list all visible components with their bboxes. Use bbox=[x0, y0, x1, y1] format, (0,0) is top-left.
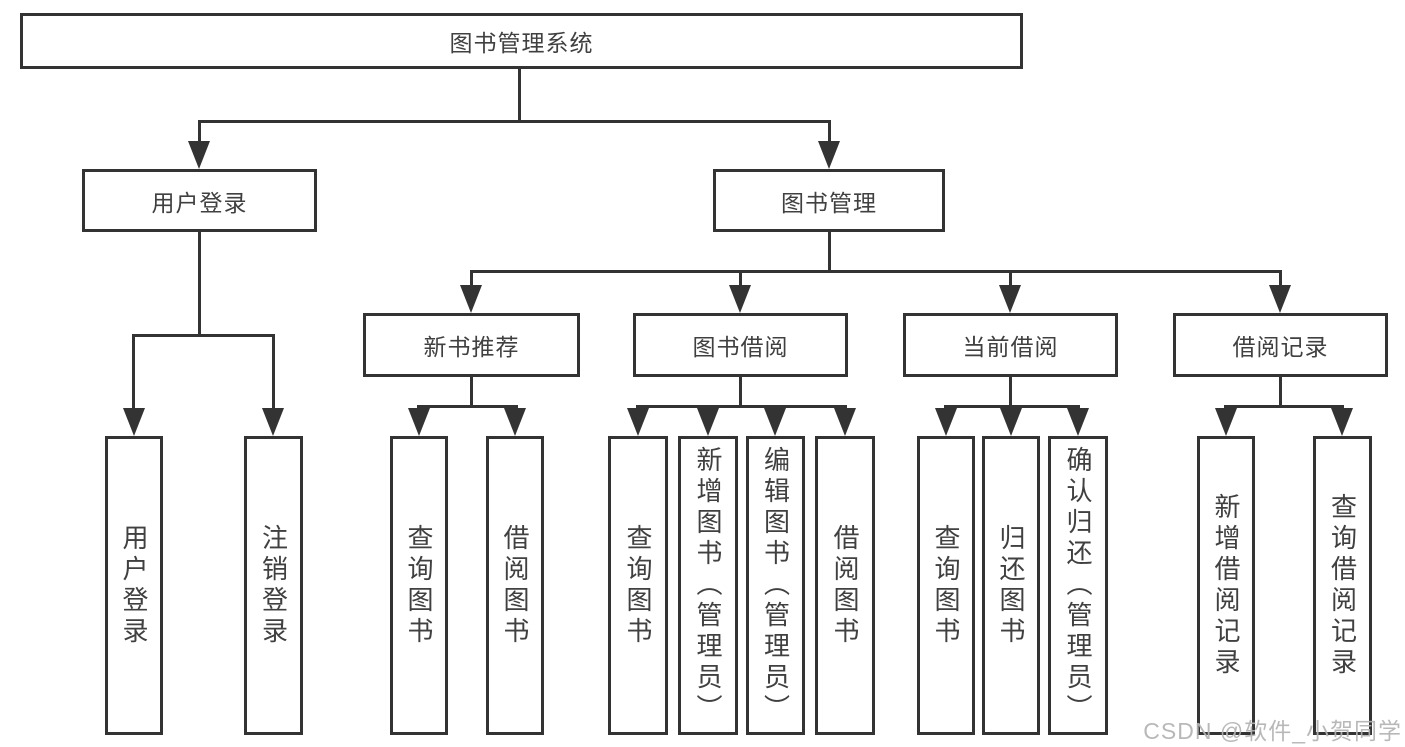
connector-stem bbox=[1009, 377, 1012, 408]
leaf-logout: 注销登录 bbox=[244, 436, 303, 735]
arrow-down-icon bbox=[697, 408, 719, 436]
arrow-down-icon bbox=[999, 285, 1021, 313]
connector-stem bbox=[739, 377, 742, 408]
node-book-borrow: 图书借阅 bbox=[633, 313, 848, 377]
arrow-down-icon bbox=[834, 408, 856, 436]
leaf-logout-label: 注销登录 bbox=[258, 523, 289, 648]
leaf-borrow-borrow: 借阅图书 bbox=[815, 436, 875, 735]
arrow-down-icon bbox=[1269, 285, 1291, 313]
arrow-down-icon bbox=[935, 408, 957, 436]
node-book-mgmt-label: 图书管理 bbox=[781, 189, 877, 216]
leaf-current-query: 查询图书 bbox=[917, 436, 975, 735]
leaf-user-login: 用户登录 bbox=[105, 436, 163, 735]
connector-rail bbox=[470, 270, 1282, 273]
connector-rail bbox=[132, 334, 275, 337]
leaf-current-return: 归还图书 bbox=[982, 436, 1040, 735]
connector-stem bbox=[828, 232, 831, 273]
leaf-borrow-add-label: 新增图书（管理员） bbox=[693, 446, 723, 725]
leaf-newbooks-borrow-label: 借阅图书 bbox=[500, 523, 530, 648]
node-book-borrow-label: 图书借阅 bbox=[692, 334, 789, 360]
leaf-borrow-query: 查询图书 bbox=[608, 436, 668, 735]
connector-stem bbox=[470, 377, 473, 408]
leaf-records-query: 查询借阅记录 bbox=[1313, 436, 1372, 735]
arrow-down-icon bbox=[123, 408, 145, 436]
connector-stem bbox=[828, 122, 831, 143]
arrow-down-icon bbox=[1000, 408, 1022, 436]
leaf-borrow-add: 新增图书（管理员） bbox=[678, 436, 738, 735]
connector-rail bbox=[198, 120, 831, 123]
node-current-borrow: 当前借阅 bbox=[903, 313, 1118, 377]
leaf-newbooks-query: 查询图书 bbox=[390, 436, 448, 735]
connector-stem bbox=[470, 272, 473, 287]
connector-stem bbox=[1009, 272, 1012, 287]
connector-stem bbox=[132, 336, 135, 410]
arrow-down-icon bbox=[504, 408, 526, 436]
connector-rail bbox=[1224, 405, 1344, 408]
node-user-login: 用户登录 bbox=[82, 169, 317, 232]
arrow-down-icon bbox=[460, 285, 482, 313]
leaf-records-add-label: 新增借阅记录 bbox=[1211, 492, 1241, 679]
node-root: 图书管理系统 bbox=[20, 13, 1023, 69]
leaf-newbooks-query-label: 查询图书 bbox=[404, 523, 434, 648]
connector-rail bbox=[944, 405, 1080, 408]
arrow-down-icon bbox=[1331, 408, 1353, 436]
node-new-books: 新书推荐 bbox=[363, 313, 580, 377]
node-root-label: 图书管理系统 bbox=[449, 30, 594, 56]
leaf-borrow-borrow-label: 借阅图书 bbox=[830, 523, 860, 648]
arrow-down-icon bbox=[818, 141, 840, 169]
connector-stem bbox=[1279, 377, 1282, 408]
connector-stem bbox=[198, 122, 201, 143]
leaf-current-return-label: 归还图书 bbox=[996, 523, 1026, 648]
connector-stem bbox=[1279, 272, 1282, 287]
leaf-current-query-label: 查询图书 bbox=[931, 523, 961, 648]
leaf-borrow-edit: 编辑图书（管理员） bbox=[746, 436, 805, 735]
node-current-borrow-label: 当前借阅 bbox=[962, 334, 1059, 360]
arrow-down-icon bbox=[188, 141, 210, 169]
node-new-books-label: 新书推荐 bbox=[423, 334, 520, 360]
arrow-down-icon bbox=[262, 408, 284, 436]
connector-stem bbox=[272, 336, 275, 410]
connector-stem bbox=[739, 272, 742, 287]
connector-stem bbox=[198, 232, 201, 336]
connector-stem bbox=[518, 69, 521, 122]
leaf-borrow-query-label: 查询图书 bbox=[623, 523, 653, 648]
connector-rail bbox=[417, 405, 518, 408]
leaf-current-confirm-label: 确认归还（管理员） bbox=[1063, 446, 1093, 725]
arrow-down-icon bbox=[408, 408, 430, 436]
arrow-down-icon bbox=[627, 408, 649, 436]
leaf-records-query-label: 查询借阅记录 bbox=[1327, 492, 1358, 679]
leaf-user-login-label: 用户登录 bbox=[119, 523, 149, 648]
arrow-down-icon bbox=[1215, 408, 1237, 436]
leaf-borrow-edit-label: 编辑图书（管理员） bbox=[760, 446, 791, 725]
arrow-down-icon bbox=[764, 408, 786, 436]
connector-rail bbox=[636, 405, 847, 408]
node-borrow-records-label: 借阅记录 bbox=[1232, 334, 1329, 360]
node-borrow-records: 借阅记录 bbox=[1173, 313, 1388, 377]
watermark: CSDN @软件_小贺同学 bbox=[1143, 718, 1402, 744]
leaf-newbooks-borrow: 借阅图书 bbox=[486, 436, 544, 735]
arrow-down-icon bbox=[1067, 408, 1089, 436]
leaf-current-confirm: 确认归还（管理员） bbox=[1048, 436, 1108, 735]
node-book-mgmt: 图书管理 bbox=[713, 169, 945, 232]
leaf-records-add: 新增借阅记录 bbox=[1197, 436, 1255, 735]
arrow-down-icon bbox=[729, 285, 751, 313]
node-user-login-label: 用户登录 bbox=[151, 189, 248, 216]
